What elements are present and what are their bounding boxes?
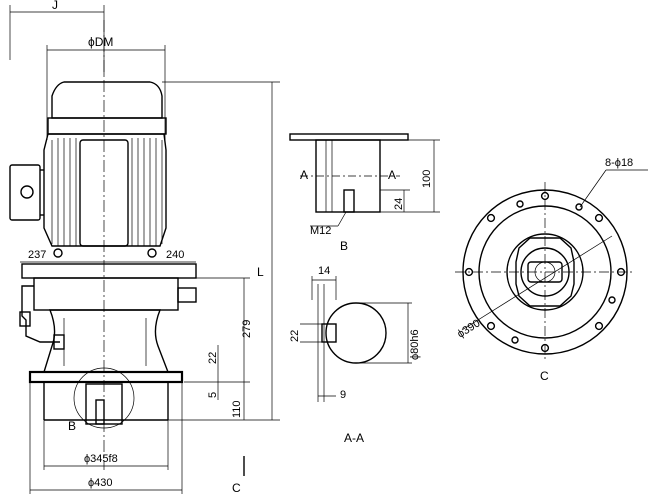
dim-22: 22	[207, 352, 219, 364]
dim-dm: ϕDM	[88, 35, 113, 49]
dim-80h6: ϕ80h6	[409, 329, 421, 360]
detail-b-view: A A 100 24 M12 B	[289, 133, 440, 253]
dim-14: 14	[318, 265, 330, 277]
dim-5: 5	[207, 392, 219, 398]
section-aa-label: A-A	[344, 431, 364, 445]
dim-110: 110	[231, 400, 243, 418]
view-c-flange: 8-ϕ18 ϕ390 C	[455, 157, 648, 383]
section-c-left: C	[232, 481, 241, 495]
dim-j: J	[52, 0, 58, 12]
dim-345: ϕ345f8	[84, 453, 118, 465]
label-m12: M12	[310, 225, 331, 237]
dim-100: 100	[421, 170, 433, 188]
section-a-left: A	[300, 168, 308, 182]
pump-elevation-view: J ϕDM	[9, 0, 280, 495]
dim-237: 237	[28, 249, 46, 261]
dim-279: 279	[241, 320, 253, 338]
view-c-label: C	[540, 369, 549, 383]
dim-8-holes: 8-ϕ18	[605, 157, 633, 169]
section-a-right: A	[388, 168, 396, 182]
dim-l: L	[257, 265, 264, 279]
section-aa-view: 14 22 ϕ80h6 9 A-A	[289, 265, 421, 445]
dim-24: 24	[393, 198, 405, 210]
detail-b-marker: B	[68, 419, 76, 433]
dim-430: ϕ430	[88, 477, 113, 489]
dim-9: 9	[340, 389, 346, 401]
dim-22-shaft: 22	[289, 330, 301, 342]
detail-b-label: B	[340, 239, 348, 253]
dim-240: 240	[166, 249, 184, 261]
